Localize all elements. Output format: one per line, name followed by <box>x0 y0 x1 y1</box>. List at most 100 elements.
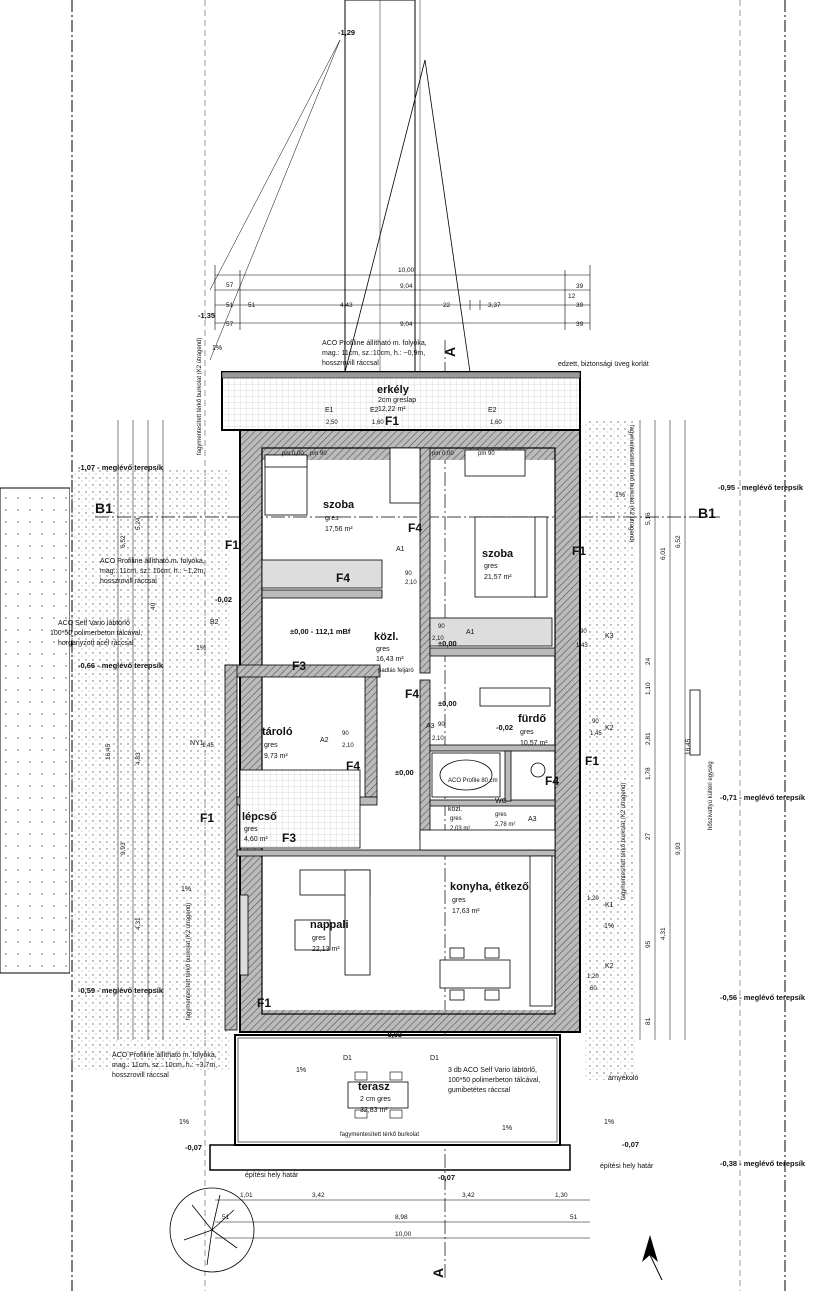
level-zero-b: ±0,00 <box>395 768 414 777</box>
win-160-e2b: 1,60 <box>490 420 502 426</box>
dim-top-inner-2: 9,04 <box>400 321 413 328</box>
shade-note: árnyékoló <box>608 1075 638 1082</box>
terrain-right-4: -0,38 - meglévő terepsík <box>720 1159 806 1168</box>
win-143-k3: 1,43 <box>576 643 588 649</box>
section-a-bottom: A <box>430 1268 446 1278</box>
bedroom-left-finish: gres <box>325 515 339 522</box>
stairs-area: 4,60 m² <box>244 836 268 843</box>
dim-right-431: 4,31 <box>660 927 667 940</box>
heat-pump-note: hőszivattyú kültéri egység <box>708 761 714 830</box>
bedroom-left-name: szoba <box>323 499 355 511</box>
dim-right-1645: 16,45 <box>685 738 692 755</box>
dining-chair-3 <box>449 989 465 1001</box>
furniture <box>239 447 556 1007</box>
top-dimensions <box>214 265 591 330</box>
tag-f1-living: F1 <box>257 996 271 1010</box>
left-dimensions <box>117 420 164 1040</box>
tag-f4-wardrobe: F4 <box>336 571 350 585</box>
dim-left-1645: 16,45 <box>105 743 112 760</box>
wc-name: WC <box>495 798 507 805</box>
tag-f1-bath: F1 <box>585 754 599 768</box>
aco-vario-note-1: ACO Self Vario lábtörlő <box>58 620 130 627</box>
win-145-ny1: 1,45 <box>202 743 214 749</box>
slope-6: 1% <box>296 1067 306 1074</box>
level-pm000-a: pm 0,00 <box>282 451 304 457</box>
glass-railing-note: edzett, biztonsági üveg korlát <box>558 361 649 368</box>
door-210-d: 2,10 <box>432 736 444 742</box>
door-210-b: 2,10 <box>432 636 444 642</box>
kitchen-counter <box>419 829 556 851</box>
dim-left-483: 4,83 <box>135 752 142 765</box>
aco-mid-note-2: mag.: 11cm, sz.: 10cm, h.: ~1,2m, <box>100 568 205 575</box>
dim-40-left: 40 <box>150 602 157 610</box>
dim-left-652: 6,52 <box>120 535 127 548</box>
paving-note-k2a: fagymentesített térkő burkolat (K2 útrag… <box>197 338 203 455</box>
door-210-a: 2,10 <box>405 580 417 586</box>
win-90-k2: 90 <box>592 719 599 725</box>
tag-f1-balcony: F1 <box>385 414 399 428</box>
aco-vario3-note-1: 3 db ACO Self Vario lábtörlő, <box>448 1067 537 1074</box>
door-90-c: 90 <box>342 731 349 737</box>
dining-chair-1 <box>449 947 465 959</box>
tag-k2-a: K2 <box>605 725 614 732</box>
terrain-left-3: -0,59 - meglévő terepsík <box>78 986 164 995</box>
win-160-e2: 1,60 <box>372 420 384 426</box>
wc-finish: gres <box>495 812 507 818</box>
kitchen-area: 17,63 m² <box>452 908 480 915</box>
attic-hatch-label: padlás feljáró <box>378 668 414 674</box>
dim-top-39a: 39 <box>576 283 584 290</box>
aco-top-note-2: mag.: 11cm, sz.:10cm, h.: ~0,9m, <box>322 350 425 357</box>
bathroom-area: 10,57 m² <box>520 740 548 747</box>
bathroom-name: fürdő <box>518 713 546 725</box>
dim-right-993: 9,93 <box>675 842 682 855</box>
terrace-name: terasz <box>358 1081 390 1093</box>
dim-27-right: 27 <box>645 832 652 840</box>
site-edge-note-2: építési hely határ <box>600 1163 654 1170</box>
tag-k3: K3 <box>605 633 614 640</box>
dim-top-39b: 39 <box>576 302 584 309</box>
gravel-area-left <box>70 470 230 1070</box>
slope-7: 1% <box>502 1125 512 1132</box>
wardrobe-left <box>261 559 383 589</box>
aco-bottom-note-1: ACO Profiline állítható m. folyóka, <box>112 1052 217 1059</box>
paving-note-k2c: fagymentesített térkő burkolat (K2 útrag… <box>186 903 192 1020</box>
dining-table <box>439 959 511 989</box>
living-finish: gres <box>312 935 326 942</box>
aco-vario-note-3: horganyzott acél ráccsal <box>58 640 134 647</box>
dim-top-22: 22 <box>443 302 451 309</box>
stairs-name: lépcső <box>242 811 277 823</box>
small-hall-area: 2,03 m² <box>450 826 470 832</box>
win-90-k3: 90 <box>580 629 587 635</box>
leader-line-a <box>209 39 341 291</box>
door-90-d: 90 <box>438 722 445 728</box>
driveway-diag-a <box>424 59 471 373</box>
dim-bottom-342a: 3,42 <box>312 1192 325 1199</box>
bed-right <box>474 516 546 598</box>
dim-24-right: 24 <box>645 657 652 665</box>
dim-right-601: 6,01 <box>660 547 667 560</box>
tag-a2-storage: A2 <box>320 737 329 744</box>
slope-8: 1% <box>179 1119 189 1126</box>
terrace-area: 32,83 m² <box>360 1107 388 1114</box>
dim-95-right: 95 <box>645 940 652 948</box>
aco-top-note-1: ACO Profiline állítható m. folyóka, <box>322 340 427 347</box>
tree-icon <box>169 1187 255 1273</box>
level-minus007-b: -0,07 <box>438 1173 455 1182</box>
dim-right-652: 6,52 <box>675 535 682 548</box>
bedroom-right-name: szoba <box>482 548 514 560</box>
dining-chair-4 <box>484 989 500 1001</box>
level-pm000-b: pm 0,00 <box>432 451 454 457</box>
balcony-name: erkély <box>377 384 410 396</box>
dim-top-443: 4,43 <box>340 302 353 309</box>
win-145-k2: 1,45 <box>590 731 602 737</box>
living-name: nappali <box>310 919 349 931</box>
terrain-right-1: -0,95 - meglévő terepsík <box>718 483 804 492</box>
section-a-top: A <box>442 347 458 357</box>
building-walls <box>224 429 581 1033</box>
bottom-dimensions <box>215 1199 590 1239</box>
level-pm90-a: pm 90 <box>310 451 327 457</box>
tag-f1-right: F1 <box>572 544 586 558</box>
dim-top-total: 10,00 <box>398 267 415 274</box>
tag-k2-b: K2 <box>605 963 614 970</box>
bedroom-right-area: 21,57 m² <box>484 574 512 581</box>
